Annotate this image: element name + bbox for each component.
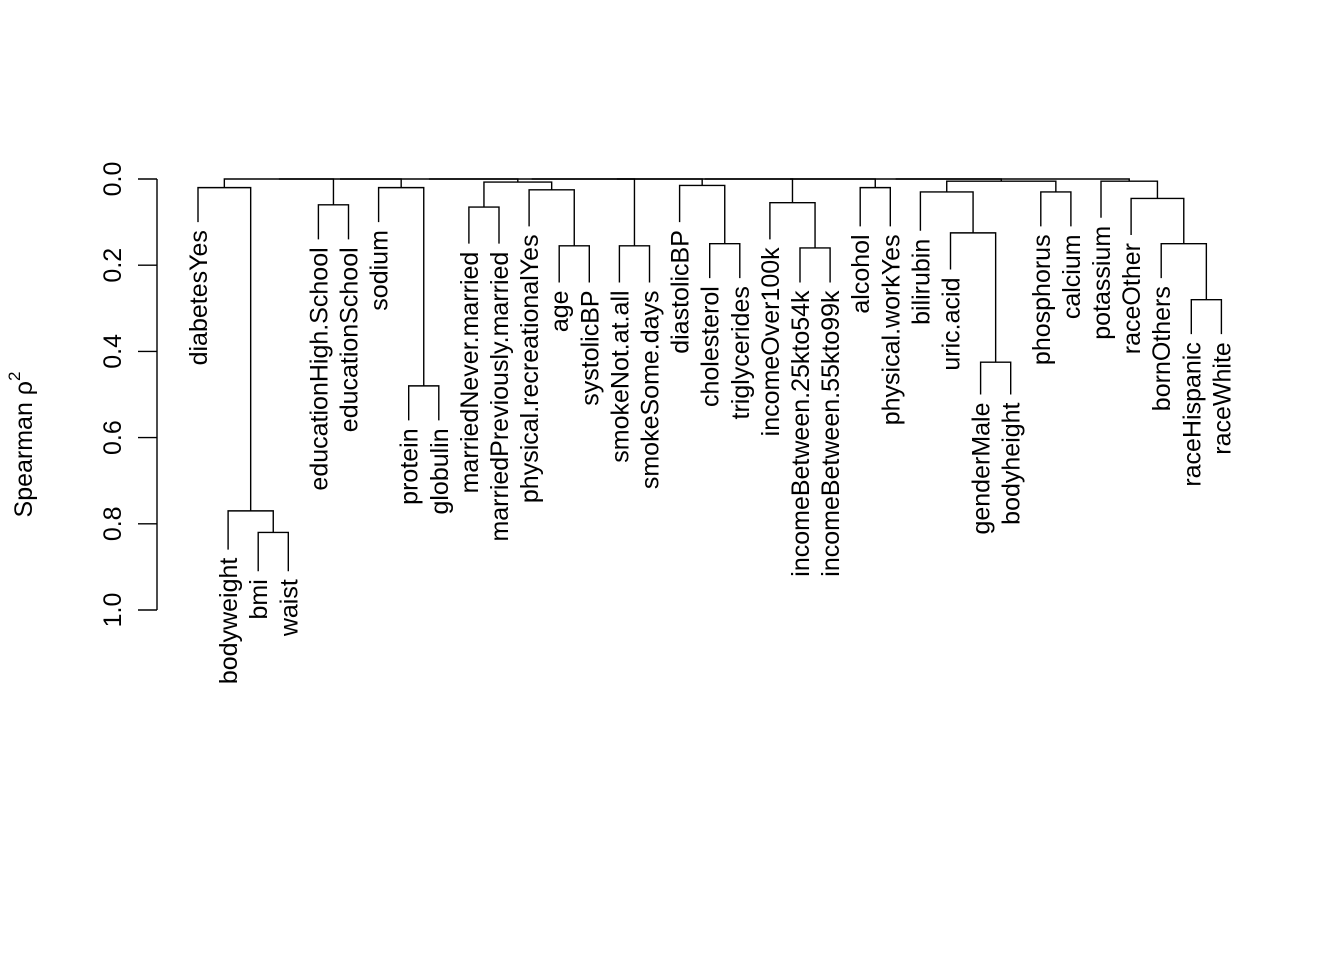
leaf-label: bmi [245,579,273,619]
y-tick-label: 1.0 [99,593,127,628]
leaf-label: waist [275,579,303,637]
y-tick-label: 0.4 [99,334,127,369]
leaf-label: bornOthers [1148,286,1176,411]
dendrogram-branch [704,178,876,188]
y-tick-label: 0.6 [99,420,127,455]
leaf-label: bodyweight [215,558,243,685]
y-tick-label: 0.0 [99,162,127,197]
dendrogram-branch [616,178,794,203]
leaf-label: alcohol [847,234,875,313]
leaf-label: calcium [1058,234,1086,319]
dendrogram-branch [769,202,816,248]
dendrogram-branch [709,242,741,279]
dendrogram-branch [408,385,440,421]
leaf-label: educationHigh.School [305,247,333,490]
dendrogram-branch [618,245,651,283]
leaf-label: uric.acid [938,278,966,371]
dendrogram-branch [979,361,1012,395]
leaf-label: potassium [1088,226,1116,340]
leaf-label: globulin [426,428,454,514]
dendrogram-branch [278,178,402,188]
leaf-label: marriedNever.married [456,252,484,494]
leaf-label: educationSchool [336,247,364,432]
y-axis-ticks: 0.0 0.2 0.4 0.6 0.8 1.0 [99,162,157,628]
leaf-label: smokeNot.at.all [606,290,634,462]
leaf-label: phosphorus [1028,234,1056,365]
y-axis-title-group: Spearman ρ2 [5,372,38,518]
leaf-label: protein [396,428,424,504]
leaf-label: raceOther [1118,243,1146,354]
leaf-label: age [546,290,574,332]
leaf-label: raceHispanic [1178,342,1206,487]
leaf-label: bodyheight [998,402,1026,524]
dendrogram-branch [946,180,1057,192]
leaf-label: physical.workYes [877,234,905,425]
leaf-label: smokeSome.days [637,290,665,489]
dendrogram-branches [197,178,1223,572]
y-axis-title-superscript: 2 [5,372,24,381]
dendrogram-branch [531,178,703,186]
leaf-label: genderMale [968,403,996,535]
leaf-label: marriedPreviously.married [486,252,514,542]
dendrogram-branch [1130,197,1185,244]
leaf-label: raceWhite [1208,342,1236,455]
dendrogram-branch [919,191,974,233]
leaf-label: bilirubin [907,239,935,325]
dendrogram-branch [483,181,553,208]
dendrogram-branch [895,178,1130,182]
y-axis-title: Spearman ρ2 [5,372,38,518]
dendrogram-branch [1040,191,1072,227]
y-tick-label: 0.2 [99,248,127,283]
dendrogram-branch [317,204,350,240]
dendrogram-branch [859,186,891,227]
leaf-label: physical.recreationalYes [516,234,544,503]
leaf-label: incomeBetween.25kto54k [787,290,815,577]
dendrogram-branch [1190,298,1223,335]
y-tick-label: 0.8 [99,506,127,541]
leaf-label: sodium [366,230,394,311]
leaf-label: cholesterol [697,286,725,407]
leaf-label: diastolicBP [667,230,695,354]
leaf-label: triglycerides [727,286,755,419]
dendrogram-branch [223,178,335,205]
dendrogram-branch [558,245,590,283]
dendrogram-branch [799,247,831,283]
leaf-label: systolicBP [576,290,604,405]
y-axis-title-text: Spearman ρ [10,381,38,518]
dendrogram-branch [227,510,274,550]
dendrogram-branch [468,206,500,244]
leaf-label: incomeBetween.55kto99k [817,290,845,577]
dendrogram-branch [257,531,289,572]
leaf-label: diabetesYes [185,230,213,365]
leaf-label: incomeOver100k [757,247,785,436]
dendrogram-branch [1100,180,1159,218]
